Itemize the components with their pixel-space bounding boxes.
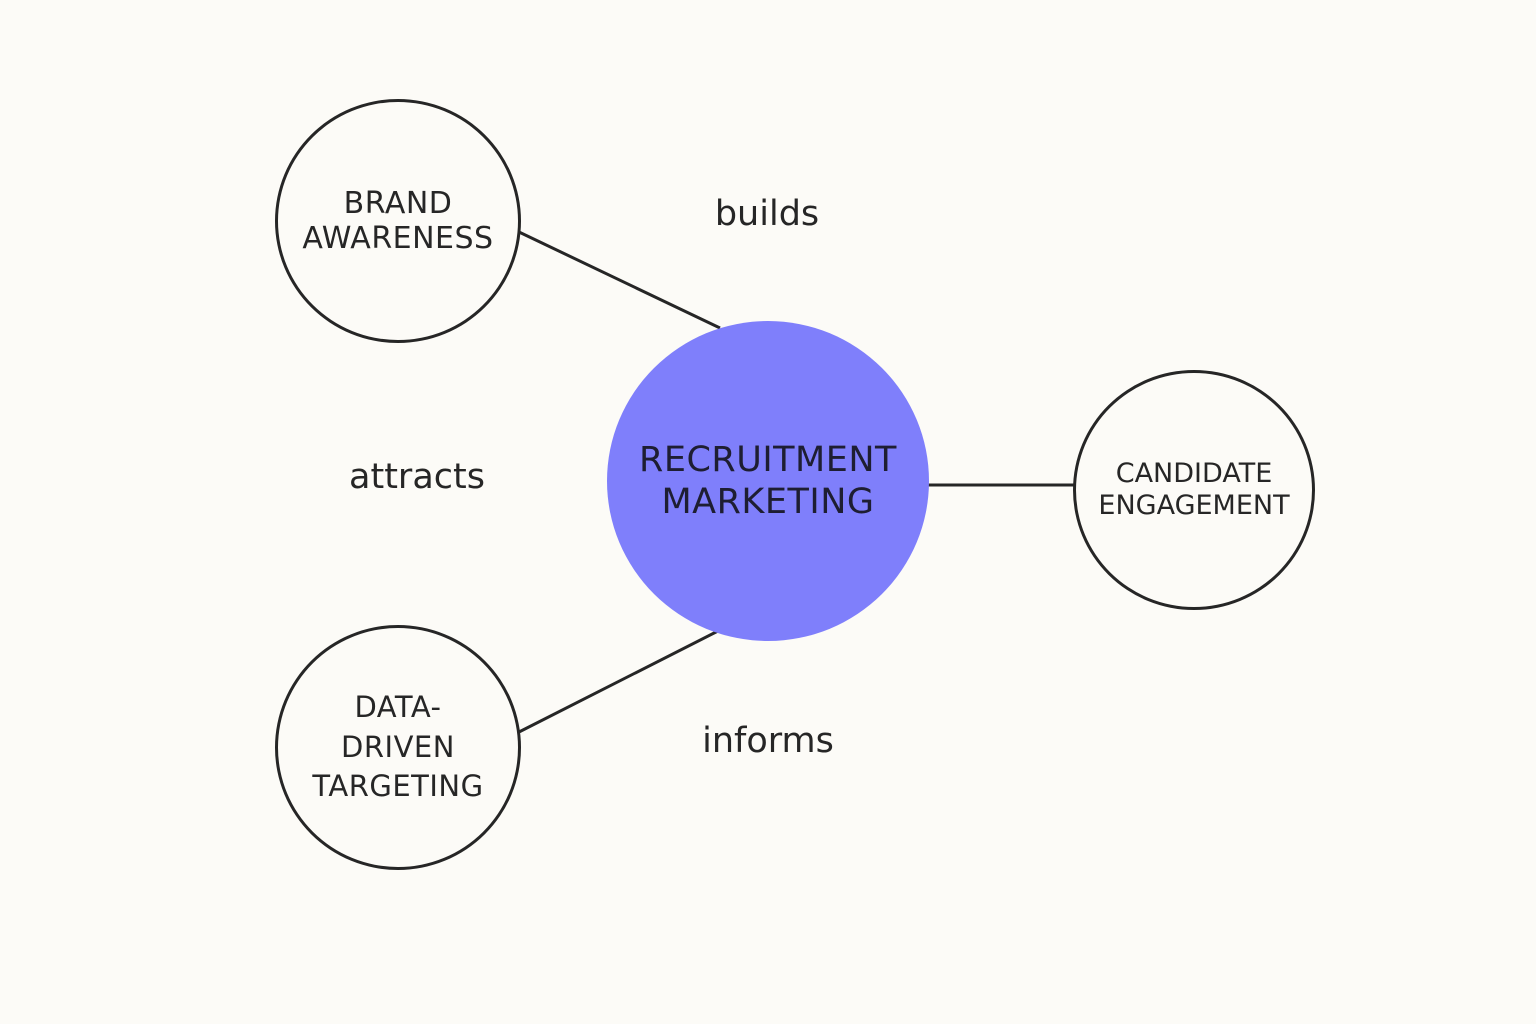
node-label-line: DRIVEN (341, 729, 455, 764)
connector-brand-awareness (518, 230, 721, 330)
node-data-driven-targeting-label: DATA- DRIVEN TARGETING (312, 688, 483, 806)
node-brand-awareness: BRAND AWARENESS (275, 99, 521, 343)
node-label-line: ENGAGEMENT (1098, 490, 1290, 521)
node-label-line: DATA- (354, 690, 442, 725)
connector-data-driven-targeting (518, 628, 721, 734)
node-candidate-engagement: CANDIDATE ENGAGEMENT (1073, 370, 1315, 610)
node-label-line: CANDIDATE (1115, 458, 1273, 490)
node-candidate-engagement-label: CANDIDATE ENGAGEMENT (1098, 458, 1289, 522)
node-label-line: AWARENESS (302, 221, 494, 256)
node-label-line: TARGETING (312, 769, 484, 804)
edge-label-attracts: attracts (349, 457, 485, 497)
node-label-line: MARKETING (661, 482, 875, 522)
edge-label-builds: builds (714, 194, 820, 234)
node-data-driven-targeting: DATA- DRIVEN TARGETING (275, 625, 521, 870)
edge-label-informs: informs (702, 721, 834, 761)
node-label-line: RECRUITMENT (639, 440, 897, 480)
node-label-line: BRAND (343, 185, 453, 221)
node-brand-awareness-label: BRAND AWARENESS (302, 186, 493, 257)
node-recruitment-marketing-label: RECRUITMENT MARKETING (639, 439, 897, 523)
node-recruitment-marketing: RECRUITMENT MARKETING (607, 321, 929, 641)
